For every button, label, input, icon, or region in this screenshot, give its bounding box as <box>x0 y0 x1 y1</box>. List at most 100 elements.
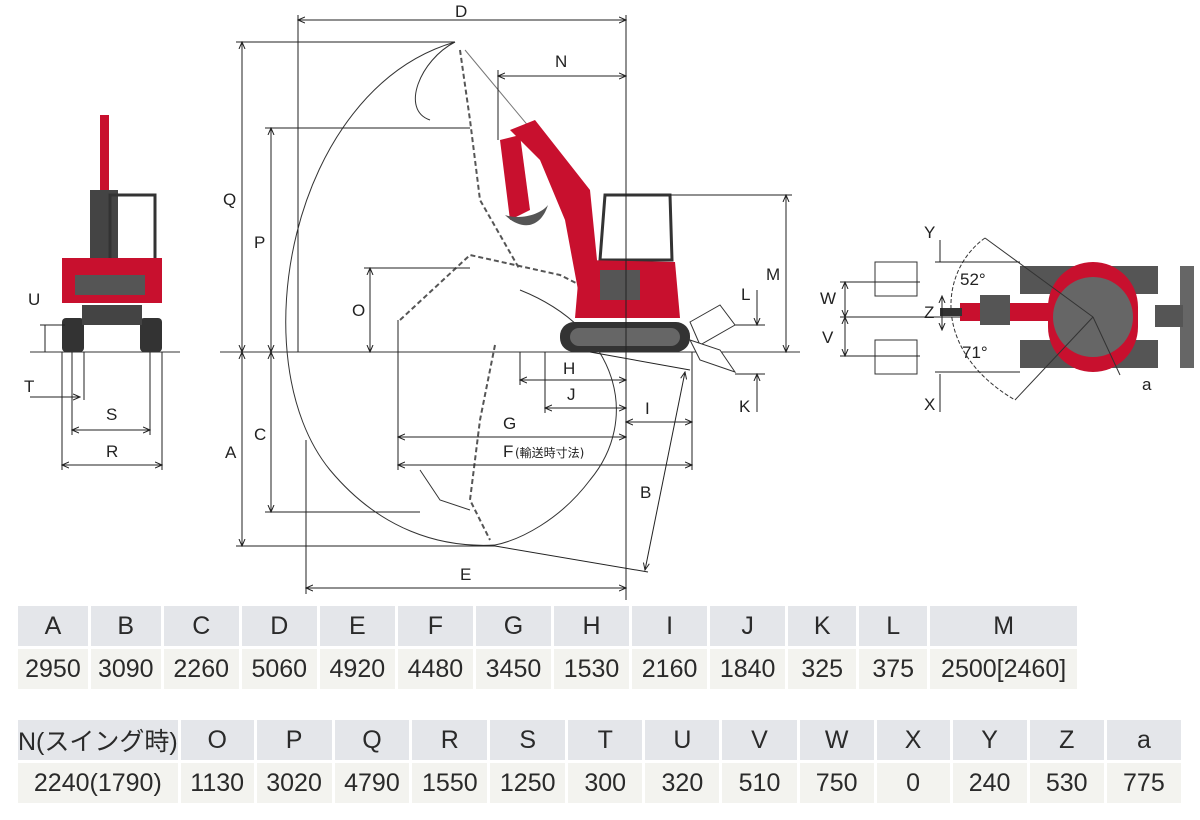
spec-table-1: A B C D E F G H I J K L M 2950 3090 2260… <box>18 606 1080 689</box>
label-F: F <box>503 442 513 461</box>
header-X: X <box>876 720 953 763</box>
value-T: 300 <box>568 763 646 803</box>
excavator-dimension-diagram: U T S R <box>24 2 1194 600</box>
value-H: 1530 <box>554 649 633 689</box>
header-E: E <box>319 606 398 649</box>
header-H: H <box>554 606 633 649</box>
side-blade <box>689 304 736 346</box>
label-P: P <box>254 233 265 252</box>
label-D: D <box>455 2 467 21</box>
value-C: 2260 <box>163 649 242 689</box>
header-C: C <box>163 606 242 649</box>
spec-table-2-value-row: 2240(1790) 1130 3020 4790 1550 1250 300 … <box>18 763 1184 803</box>
spec-table-2-header-row: N(スイング時) O P Q R S T U V W X Y Z a <box>18 720 1184 763</box>
swing-arc <box>950 237 1016 401</box>
label-F-note: (輸送時寸法) <box>515 445 584 460</box>
angle-upper: 52° <box>960 270 986 289</box>
spec-table-1-header-row: A B C D E F G H I J K L M <box>18 606 1080 649</box>
front-track-left <box>62 318 84 352</box>
value-W: 750 <box>799 763 877 803</box>
front-view: U T S R <box>24 115 180 470</box>
header-O: O <box>180 720 257 763</box>
value-F: 4480 <box>397 649 476 689</box>
value-O: 1130 <box>180 763 257 803</box>
header-S: S <box>490 720 569 763</box>
value-A: 2950 <box>18 649 91 689</box>
angle-lower: 71° <box>962 343 988 362</box>
value-R: 1550 <box>412 763 491 803</box>
label-a: a <box>1142 375 1152 394</box>
value-G: 3450 <box>475 649 554 689</box>
front-boom <box>90 190 118 260</box>
header-W: W <box>799 720 877 763</box>
label-R: R <box>106 442 118 461</box>
label-N: N <box>555 52 567 71</box>
label-Q: Q <box>223 190 236 209</box>
value-X: 0 <box>876 763 953 803</box>
header-I: I <box>632 606 711 649</box>
label-M: M <box>766 265 780 284</box>
label-L: L <box>741 285 750 304</box>
label-B: B <box>640 483 651 502</box>
front-track-right <box>140 318 162 352</box>
header-Y: Y <box>952 720 1030 763</box>
value-Z: 530 <box>1029 763 1107 803</box>
side-view: D N Q P O C A M L K <box>220 2 800 600</box>
header-N: N(スイング時) <box>18 720 181 763</box>
header-L: L <box>859 606 931 649</box>
label-S: S <box>106 405 117 424</box>
label-X: X <box>924 395 935 414</box>
top-view: 52° 71° a Y X W V Z <box>820 223 1194 414</box>
label-O: O <box>352 301 365 320</box>
label-I: I <box>645 399 650 418</box>
value-D: 5060 <box>241 649 320 689</box>
label-Y: Y <box>924 223 935 242</box>
value-J: 1840 <box>710 649 789 689</box>
header-P: P <box>256 720 335 763</box>
value-K: 325 <box>788 649 860 689</box>
spec-table-1-value-row: 2950 3090 2260 5060 4920 4480 3450 1530 … <box>18 649 1080 689</box>
label-E: E <box>460 565 471 584</box>
spec-table-2: N(スイング時) O P Q R S T U V W X Y Z a 2240(… <box>18 720 1184 803</box>
value-N: 2240(1790) <box>18 763 181 803</box>
label-W: W <box>820 289 836 308</box>
side-cab <box>598 193 674 262</box>
header-Q: Q <box>334 720 413 763</box>
header-T: T <box>568 720 646 763</box>
label-V: V <box>822 328 834 347</box>
side-boom <box>510 120 598 290</box>
top-blade <box>1180 266 1194 368</box>
value-M: 2500[2460] <box>930 649 1080 689</box>
label-C: C <box>254 425 266 444</box>
header-K: K <box>788 606 860 649</box>
header-J: J <box>710 606 789 649</box>
value-P: 3020 <box>256 763 335 803</box>
value-U: 320 <box>645 763 723 803</box>
value-Q: 4790 <box>334 763 413 803</box>
header-G: G <box>475 606 554 649</box>
value-a: 775 <box>1106 763 1184 803</box>
side-arm <box>500 135 530 220</box>
header-F: F <box>397 606 476 649</box>
label-U: U <box>28 290 40 309</box>
value-Y: 240 <box>952 763 1030 803</box>
digging-envelope <box>285 41 496 546</box>
header-A: A <box>18 606 91 649</box>
header-D: D <box>241 606 320 649</box>
value-E: 4920 <box>319 649 398 689</box>
label-J: J <box>567 385 576 404</box>
value-V: 510 <box>722 763 800 803</box>
label-T: T <box>24 377 34 396</box>
header-a: a <box>1106 720 1184 763</box>
label-H: H <box>563 359 575 378</box>
value-I: 2160 <box>632 649 711 689</box>
header-B: B <box>90 606 164 649</box>
header-U: U <box>645 720 723 763</box>
header-V: V <box>722 720 800 763</box>
value-B: 3090 <box>90 649 164 689</box>
header-R: R <box>412 720 491 763</box>
label-A: A <box>225 443 237 462</box>
label-Z: Z <box>924 303 934 322</box>
value-L: 375 <box>859 649 931 689</box>
label-K: K <box>739 397 751 416</box>
